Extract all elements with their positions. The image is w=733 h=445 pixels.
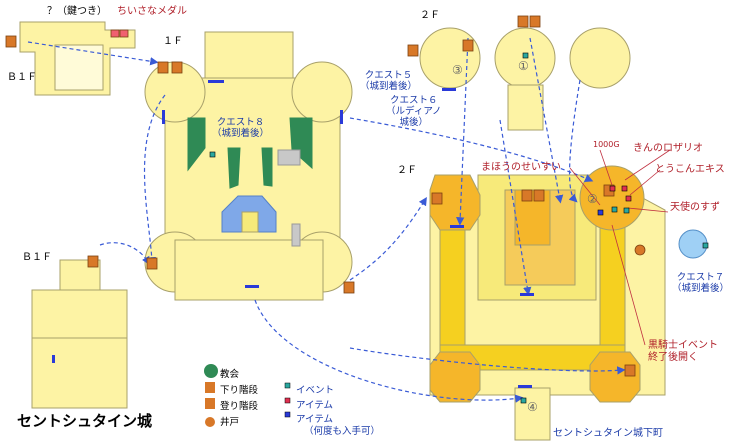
angel-bell-label: 天使のすず [670, 202, 720, 213]
gold-label: 1000G [593, 140, 620, 149]
f1-area [144, 31, 353, 301]
quest7-label: クエスト７（城到着後） [672, 272, 730, 294]
quest5-label: クエスト５（城到着後） [360, 70, 418, 92]
marker-4: ④ [527, 400, 538, 414]
item-leader-lines [569, 149, 671, 346]
floor-label-2f-main: ２Ｆ [397, 165, 417, 176]
floor-label-1f: １Ｆ [163, 36, 183, 47]
legend-item-repeat-note: （何度も入手可） [304, 426, 381, 437]
f2-main-area [429, 165, 708, 441]
quest6-label: クエスト６（ルディアノ城後） [386, 95, 442, 128]
legend-item: アイテム [296, 400, 334, 411]
stairs-icons [5, 15, 646, 377]
legend-church: 教会 [220, 369, 240, 380]
medal-label: ちいさなメダル [117, 6, 187, 17]
legend-event: イベント [296, 385, 335, 396]
legend-item-repeat: アイテム [296, 414, 334, 425]
marker-3: ③ [452, 63, 463, 77]
floor-label-b1f-left: Ｂ１Ｆ [22, 252, 52, 263]
floor-label-2f-top: ２Ｆ [420, 10, 440, 21]
legend-markers [204, 364, 291, 427]
legend-stairs-down: 下り階段 [220, 385, 259, 396]
b1f-top-area [19, 21, 136, 96]
marker-2: ② [587, 192, 598, 206]
rosary-label: きんのロザリオ [633, 143, 703, 154]
doors [52, 80, 534, 388]
locked-label: ？（鍵つき） [47, 6, 107, 17]
f2-top-area [419, 27, 631, 131]
floor-label-b1f-top: Ｂ１Ｆ [7, 72, 37, 83]
legend-well: 井戸 [220, 417, 240, 428]
connection-arrows [27, 37, 626, 403]
event-markers [209, 52, 709, 404]
magic-water-label: まほうのせいすい [481, 162, 561, 173]
knight-event-label: 黒騎士イベント終了後開く [648, 340, 718, 363]
quest8-label: クエスト８（城到着後） [212, 117, 270, 139]
map-title: セントシュタイン城 [17, 412, 153, 430]
legend-stairs-up: 登り階段 [220, 401, 259, 412]
b1f-left-area [31, 259, 128, 409]
town-exit-label: セントシュタイン城下町 [553, 428, 663, 439]
elixir-label: とうこんエキス [655, 164, 725, 175]
marker-1: ① [518, 59, 529, 73]
